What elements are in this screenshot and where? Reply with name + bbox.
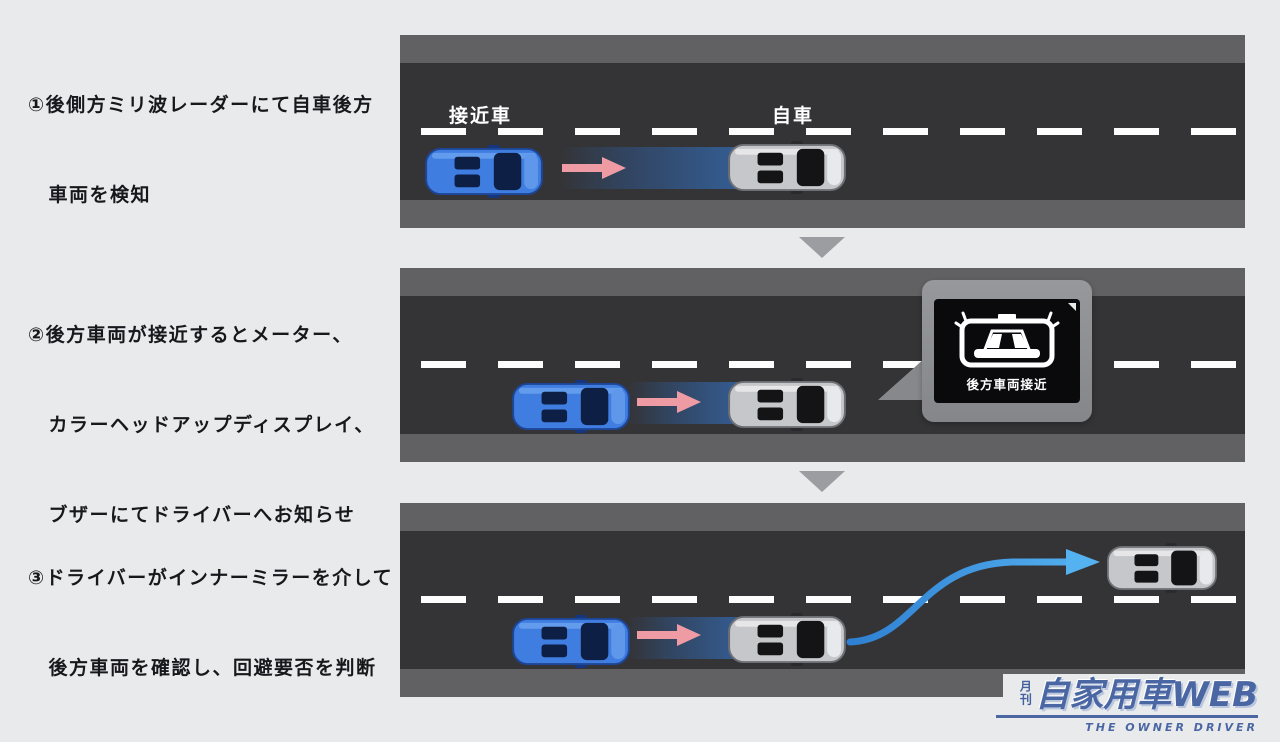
panel-3-avoidance bbox=[400, 503, 1245, 697]
approach-arrow-icon bbox=[562, 155, 626, 181]
step-3-line-1: ③ドライバーがインナーミラーを介して bbox=[28, 567, 394, 589]
flow-arrow-down-icon bbox=[799, 237, 845, 258]
own-car-after-lane-change bbox=[1107, 543, 1217, 593]
panel-2-alert: 後方車両接近 bbox=[400, 268, 1245, 462]
screen-corner-mark bbox=[1068, 303, 1076, 311]
flow-arrow-down-icon bbox=[799, 471, 845, 492]
rearview-mirror-alert-icon bbox=[954, 311, 1060, 368]
logo-prefix: 月刊 bbox=[1018, 680, 1033, 706]
approaching-car bbox=[425, 145, 543, 198]
alert-popup-tail bbox=[878, 358, 925, 400]
logo-underline bbox=[996, 715, 1258, 718]
step-2-line-3: ブザーにてドライバーへお知らせ bbox=[28, 504, 356, 526]
approaching-car-label: 接近車 bbox=[449, 105, 513, 127]
step-2-line-1: ②後方車両が接近するとメーター、 bbox=[28, 324, 353, 346]
approach-arrow-icon bbox=[637, 389, 701, 415]
step-3-line-2: 後方車両を確認し、回避要否を判断 bbox=[28, 657, 377, 679]
panel-1-detection: 接近車 自車 bbox=[400, 35, 1245, 228]
step-1-text: ①後側方ミリ波レーダーにて自車後方 車両を検知 bbox=[28, 30, 374, 270]
alert-popup-text: 後方車両接近 bbox=[966, 377, 1048, 392]
step-2-text: ②後方車両が接近するとメーター、 カラーヘッドアップディスプレイ、 ブザーにてド… bbox=[28, 260, 375, 590]
own-car bbox=[728, 141, 846, 194]
step-1-line-2: 車両を検知 bbox=[28, 184, 152, 206]
lane-divider-line bbox=[421, 128, 1245, 135]
lane-divider-line bbox=[421, 361, 1245, 368]
logo-background-patch bbox=[1003, 674, 1280, 742]
own-car bbox=[728, 378, 846, 431]
own-car-label: 自車 bbox=[772, 105, 815, 127]
step-2-line-2: カラーヘッドアップディスプレイ、 bbox=[28, 414, 375, 436]
logo-subtitle: THE OWNER DRIVER bbox=[1085, 721, 1258, 734]
lane-change-path-icon bbox=[846, 549, 1100, 646]
approaching-car bbox=[512, 380, 630, 433]
step-1-line-1: ①後側方ミリ波レーダーにて自車後方 bbox=[28, 94, 374, 116]
site-logo: 月刊 自家用車WEB THE OWNER DRIVER bbox=[996, 676, 1258, 734]
logo-title: 自家用車WEB bbox=[1035, 675, 1258, 715]
alert-popup-screen: 後方車両接近 bbox=[934, 299, 1080, 403]
step-3-text: ③ドライバーがインナーミラーを介して 後方車両を確認し、回避要否を判断 bbox=[28, 503, 393, 742]
alert-popup: 後方車両接近 bbox=[922, 280, 1092, 422]
lane-divider-line bbox=[421, 596, 1245, 603]
